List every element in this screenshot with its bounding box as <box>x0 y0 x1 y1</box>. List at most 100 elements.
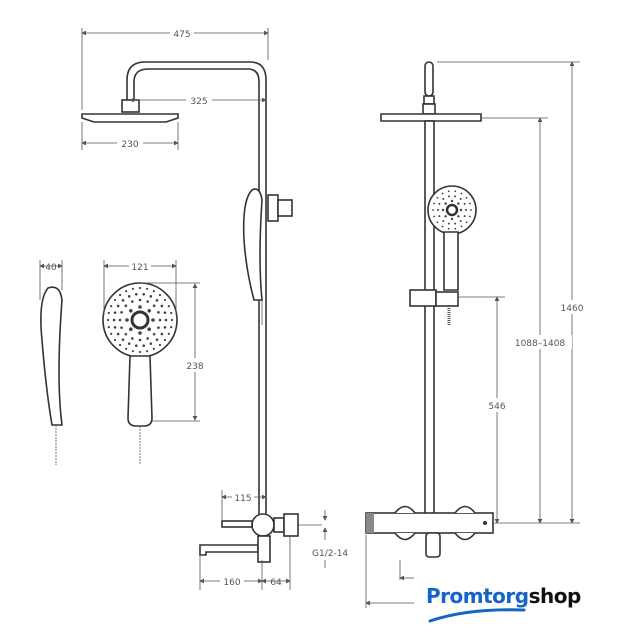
slide-holder <box>409 289 437 307</box>
spray-hole <box>138 331 142 335</box>
spray-hole <box>433 215 436 218</box>
spray-hole <box>125 290 128 293</box>
spray-hole <box>457 215 460 218</box>
spray-hole <box>158 343 162 347</box>
spray-hole <box>450 199 454 203</box>
spray-hole <box>432 209 434 211</box>
spray-hole <box>152 290 155 293</box>
spray-hole <box>129 327 133 331</box>
spray-hole <box>118 318 122 322</box>
spray-hole <box>442 219 445 222</box>
spray-hole <box>170 311 173 314</box>
dim-475: 475 <box>173 30 190 40</box>
spray-hole <box>160 332 164 336</box>
spray-hole <box>450 217 454 221</box>
spray-hole <box>149 342 153 345</box>
spray-hole <box>110 332 113 335</box>
spray-hole <box>436 221 439 224</box>
handshower-profile <box>40 286 63 426</box>
wall-connector <box>283 513 299 537</box>
spray-hole <box>160 304 164 308</box>
handshower-views <box>39 260 209 465</box>
spray-hole <box>127 342 131 345</box>
spray-hole <box>441 192 444 195</box>
spray-hole <box>441 225 444 228</box>
spray-hole <box>459 198 462 201</box>
spray-hole <box>433 202 436 205</box>
spray-hole <box>124 304 128 308</box>
spray-hole <box>146 287 149 290</box>
spray-hole <box>459 208 463 212</box>
dim-1088-1408: 1088–1408 <box>515 339 566 349</box>
handshower-holder <box>267 194 279 222</box>
spray-hole <box>155 338 159 341</box>
spray-hole <box>441 208 445 212</box>
dim-230: 230 <box>121 140 138 150</box>
spray-hole <box>436 196 439 199</box>
spray-hole <box>134 292 138 296</box>
spray-hole <box>138 298 142 302</box>
spray-hole <box>146 300 149 303</box>
spray-hole <box>138 305 142 309</box>
spout <box>199 544 259 556</box>
spray-hole <box>447 222 450 225</box>
spray-hole <box>149 295 153 298</box>
dim-160: 160 <box>223 578 240 588</box>
spray-hole <box>454 195 457 198</box>
spray-hole <box>152 304 156 308</box>
head-connector <box>121 99 140 113</box>
spray-hole <box>129 309 133 313</box>
spray-hole <box>138 350 142 354</box>
spray-hole <box>454 227 457 230</box>
spray-hole <box>459 219 462 222</box>
spray-hole <box>465 221 468 224</box>
spray-hole <box>127 295 131 298</box>
spray-hole <box>444 215 447 218</box>
overhead-shower-head <box>81 113 179 123</box>
dim-1460: 1460 <box>561 304 584 314</box>
handshower-handle <box>127 355 153 427</box>
dim-115: 115 <box>234 494 251 504</box>
spray-hole <box>107 311 110 314</box>
spray-hole <box>438 202 441 205</box>
dim-40: 40 <box>45 263 57 273</box>
spray-hole <box>131 350 134 353</box>
spray-hole <box>167 305 170 308</box>
spray-hole <box>121 338 125 341</box>
spray-hole <box>147 309 151 313</box>
spray-hole <box>444 202 447 205</box>
spray-hole <box>454 222 457 225</box>
spray-hole <box>125 347 128 350</box>
spray-hole <box>463 202 466 205</box>
spray-hole <box>131 337 134 340</box>
logo-part-shop: shop <box>528 584 582 608</box>
spray-hole <box>113 298 117 302</box>
spray-hole <box>118 293 122 297</box>
mixer-body <box>251 513 275 537</box>
spray-hole <box>447 190 450 193</box>
spray-hole <box>106 318 110 322</box>
spray-hole <box>125 318 129 322</box>
spray-hole <box>113 311 117 314</box>
spray-hole <box>131 287 134 290</box>
spray-hole <box>112 318 116 322</box>
spray-hole <box>454 190 457 193</box>
spray-hole <box>121 299 125 302</box>
spray-hole <box>157 326 160 329</box>
spray-hole <box>170 318 174 322</box>
shower-rail <box>424 120 435 522</box>
spray-hole <box>146 350 149 353</box>
spray-hole <box>167 332 170 335</box>
spray-hole <box>437 209 439 211</box>
logo-swoosh-icon <box>428 608 526 623</box>
dim-546: 546 <box>488 402 505 412</box>
spray-hole <box>131 300 134 303</box>
spray-hole <box>158 293 162 297</box>
spray-hole <box>116 332 120 336</box>
spray-hole <box>465 209 467 211</box>
promtorgshop-logo[interactable]: Promtorgshop <box>426 584 581 608</box>
spray-hole <box>113 338 117 342</box>
spray-hole <box>155 299 159 302</box>
